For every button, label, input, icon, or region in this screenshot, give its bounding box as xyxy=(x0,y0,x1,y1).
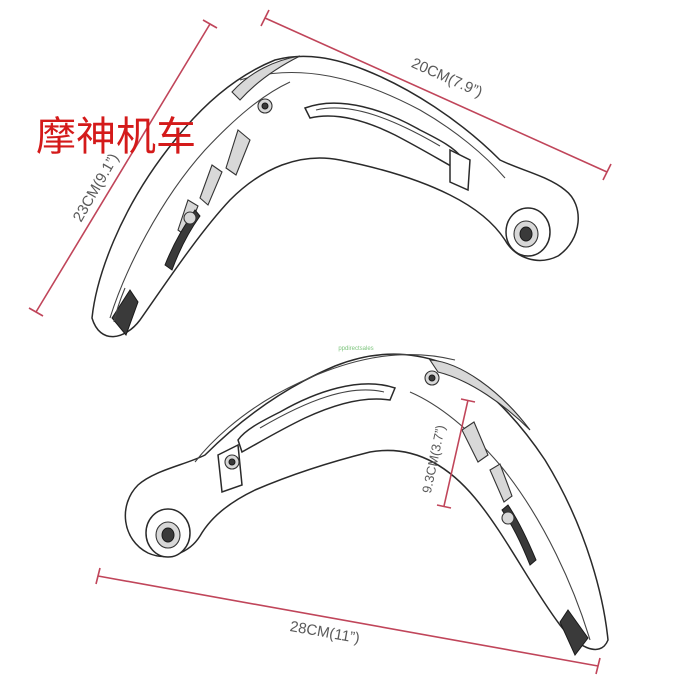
bottom-handguard-inner-curve xyxy=(409,391,591,641)
top-end-cap-hole xyxy=(519,226,533,242)
top-handguard-shell xyxy=(91,55,579,338)
top-bolt-center xyxy=(261,102,269,110)
top-vent-1 xyxy=(225,129,251,176)
dimension-top-width-label: 20CM(7.9”) xyxy=(409,55,485,101)
top-wire-icon xyxy=(164,209,201,271)
top-tip-reflector xyxy=(111,289,139,336)
bottom-end-cap-hole xyxy=(161,527,175,543)
bottom-handguard-ridge xyxy=(194,354,456,463)
watermark-text: 摩神机车 xyxy=(36,114,196,160)
top-handguard-inner-curve xyxy=(109,81,291,319)
top-wire-knot xyxy=(183,211,197,225)
bottom-bolt-center xyxy=(228,458,236,466)
bottom-wire-knot xyxy=(501,511,515,525)
top-slot-line xyxy=(315,107,441,147)
top-vent-2 xyxy=(199,164,223,206)
dimension-bottom-width: 28CM(11”) xyxy=(95,567,601,675)
bottom-slot-line xyxy=(259,389,385,429)
bottom-vent-2 xyxy=(489,463,513,503)
top-handguard-ridge xyxy=(239,71,506,179)
top-handguard xyxy=(91,55,579,338)
bottom-handguard-rim xyxy=(428,359,531,431)
top-tip-line xyxy=(113,287,126,323)
top-mount-bar xyxy=(449,148,471,192)
source-mark: ppdirectsales xyxy=(338,346,373,352)
bottom-bolt-center-2 xyxy=(428,374,436,382)
bottom-vent-1 xyxy=(461,421,489,463)
top-handguard-rim xyxy=(231,55,301,101)
dimension-bottom-width-label: 28CM(11”) xyxy=(289,618,361,647)
bottom-tip-reflector xyxy=(559,609,589,656)
bottom-handguard-slot xyxy=(237,383,397,454)
bottom-handguard xyxy=(124,353,609,656)
